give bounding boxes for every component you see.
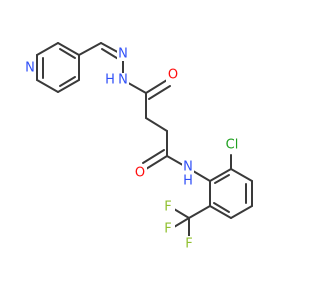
atom-label-h: H bbox=[183, 174, 193, 189]
bond-co-upper-2 bbox=[148, 85, 171, 100]
molecule-structure-diagram: N N H N O O N H Cl F bbox=[24, 42, 253, 252]
chlorine-atom: Cl bbox=[223, 136, 241, 154]
bond-co-lower-2 bbox=[142, 149, 165, 164]
fluorine-atom-3: F bbox=[161, 221, 175, 237]
fluorine-atom-2: F bbox=[182, 236, 196, 252]
bonds bbox=[36, 42, 253, 237]
atom-label: Cl bbox=[226, 138, 239, 153]
bond-chain-2 bbox=[145, 117, 168, 132]
atom-label: F bbox=[164, 200, 171, 215]
atom-label: N bbox=[183, 160, 193, 175]
bond-bz-c5-c6-inner bbox=[213, 202, 230, 213]
bond-pyr-c3-c4 bbox=[57, 79, 80, 93]
atom-label: O bbox=[135, 166, 145, 181]
bond-bz-c2-c3 bbox=[230, 168, 253, 182]
pyridine-nitrogen: N bbox=[24, 60, 36, 76]
atom-label-h: H bbox=[105, 73, 115, 88]
ketone-oxygen: O bbox=[166, 67, 180, 83]
atom-label: F bbox=[164, 222, 171, 237]
hydrazone-nitrogen: N bbox=[117, 47, 129, 62]
bond-pyr-c5-c6-inner bbox=[59, 48, 76, 59]
bond-co-upper-1 bbox=[145, 79, 168, 94]
bond-c6-cf3 bbox=[188, 205, 211, 219]
bond-cf3-f3 bbox=[173, 217, 190, 228]
bond-pyr-c5-c6 bbox=[57, 42, 80, 56]
fluorine-atom-1: F bbox=[161, 200, 175, 216]
bond-pyr-c3-c4-inner bbox=[59, 76, 76, 87]
bond-cf3-f1 bbox=[173, 208, 190, 219]
amide-nh: N H bbox=[182, 160, 194, 189]
bond-bz-c1-c2 bbox=[209, 168, 232, 182]
amide-oxygen: O bbox=[133, 165, 147, 181]
bond-bz-c1-c2-inner bbox=[214, 174, 230, 184]
bond-pyr-c2-c3 bbox=[36, 79, 59, 93]
atom-label: N bbox=[25, 61, 35, 76]
atom-label: N bbox=[118, 47, 128, 62]
bond-bz-c5-c6 bbox=[209, 205, 232, 219]
atom-label: O bbox=[168, 68, 178, 83]
atom-label: F bbox=[185, 237, 192, 252]
hydrazone-nh: H N bbox=[103, 73, 129, 88]
bond-co-lower-1 bbox=[145, 155, 168, 170]
atom-label: N bbox=[118, 73, 128, 88]
atom-labels: N N H N O O N H Cl F bbox=[24, 47, 241, 252]
bond-bz-c4-c5 bbox=[230, 205, 253, 219]
bond-pyr-c6-n bbox=[36, 42, 59, 56]
bond-c5-ch bbox=[78, 42, 102, 56]
